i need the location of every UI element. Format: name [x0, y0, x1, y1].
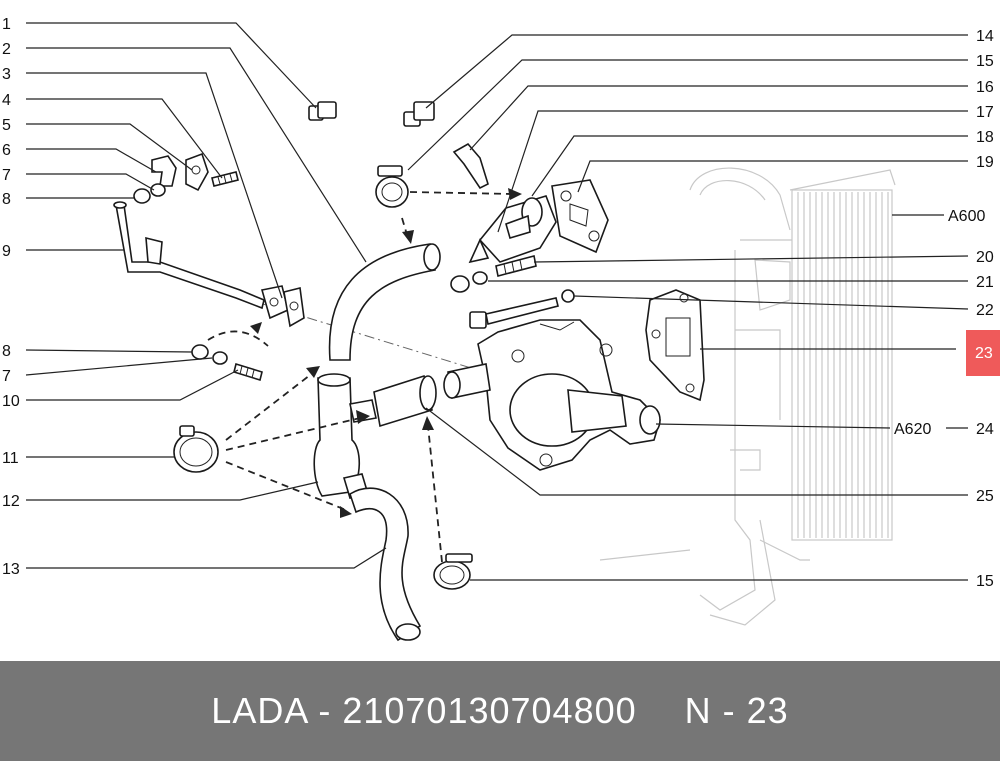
washer-part-22	[561, 289, 575, 303]
gasket-part-5	[185, 152, 209, 192]
temperature-sensor-part-16	[452, 142, 489, 190]
plug-bolt-part-14	[403, 101, 435, 127]
callout-8-lower: 8	[2, 343, 11, 360]
assembly-arrows	[207, 188, 522, 563]
callout-13: 13	[2, 561, 20, 578]
pump-gasket-part-23	[645, 289, 705, 402]
callout-7-lower: 7	[2, 368, 11, 385]
callout-17: 17	[976, 104, 994, 121]
nut-part-21	[450, 275, 470, 293]
nut-part-8	[133, 188, 151, 204]
plug-bolt-part-1	[308, 101, 337, 121]
callout-25: 25	[976, 488, 994, 505]
callout-22: 22	[976, 302, 994, 319]
outlet-housing-part-17	[468, 195, 557, 264]
callout-1: 1	[2, 16, 11, 33]
callout-21: 21	[976, 274, 994, 291]
callout-10: 10	[2, 393, 20, 410]
bolt-part-22	[469, 297, 559, 329]
callout-7: 7	[2, 167, 11, 184]
footer-part-number: LADA - 21070130704800	[211, 690, 637, 731]
stud-part-20	[495, 255, 537, 277]
callout-16: 16	[976, 79, 994, 96]
highlight-badge	[966, 330, 1000, 376]
short-hose-part-25	[373, 374, 437, 428]
washer-part-21	[472, 271, 488, 285]
callout-9: 9	[2, 243, 11, 260]
callout-5: 5	[2, 117, 11, 134]
leader-lines-left	[25, 22, 387, 569]
right-callouts: 14 15 16 17 18 19 20 21 22 23 24 25 15 A…	[894, 28, 994, 590]
radiator-outline	[599, 167, 896, 626]
callout-3: 3	[2, 66, 11, 83]
callout-14: 14	[976, 28, 994, 45]
callout-18: 18	[976, 129, 994, 146]
callout-24: 24	[976, 421, 994, 438]
callout-23: 23	[975, 345, 993, 362]
callout-12: 12	[2, 493, 20, 510]
coolant-hose-part-2	[328, 243, 441, 361]
nut-part-8-lower	[191, 344, 209, 360]
washer-part-7-lower	[212, 351, 228, 365]
left-callouts: 1 2 3 4 5 6 7 8 9 8 7 10 11 12 13	[2, 16, 20, 578]
leader-lines-right	[407, 34, 969, 581]
stud-part-4	[211, 171, 239, 187]
bracket-part-18	[551, 179, 609, 254]
water-pump-part-24	[443, 319, 661, 471]
footer-bar: LADA - 21070130704800 N - 23	[0, 661, 1000, 761]
hose-clamp-part-11	[173, 425, 219, 473]
callout-6: 6	[2, 142, 11, 159]
footer-position: N - 23	[684, 690, 789, 731]
callout-15-lower: 15	[976, 573, 994, 590]
callout-8: 8	[2, 191, 11, 208]
exploded-parts-diagram: 1 2 3 4 5 6 7 8 9 8 7 10 11 12 13 14 15 …	[2, 16, 1000, 642]
callout-4: 4	[2, 92, 11, 109]
ref-label-a600: A600	[948, 208, 985, 225]
hose-clamp-part-15-lower	[433, 553, 473, 590]
washer-part-7	[150, 183, 166, 197]
callout-15: 15	[976, 53, 994, 70]
ref-label-a620: A620	[894, 421, 931, 438]
callout-2: 2	[2, 41, 11, 58]
flange-gasket-part-3	[260, 285, 305, 328]
callout-19: 19	[976, 154, 994, 171]
lower-hose-part-13	[349, 487, 422, 642]
thermostat-tee-part-12	[313, 373, 377, 499]
elbow-pipe-part-6	[151, 155, 177, 187]
callout-11: 11	[2, 450, 19, 467]
coolant-pipe-part-9	[113, 201, 265, 310]
hose-clamp-part-15-upper	[375, 165, 409, 208]
callout-20: 20	[976, 249, 994, 266]
stud-part-10	[233, 362, 263, 382]
